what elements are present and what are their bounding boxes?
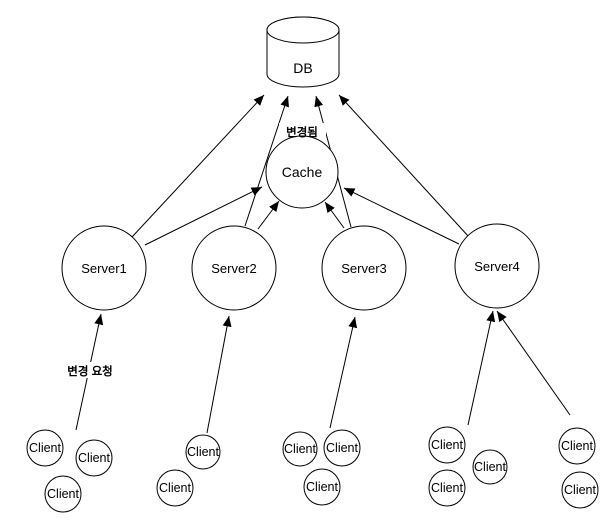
- client-node: Client: [44, 475, 82, 513]
- client-label: Client: [159, 481, 191, 495]
- client-label: Client: [326, 441, 358, 455]
- edge-server1-to-db: [131, 94, 265, 238]
- client-label: Client: [187, 445, 219, 459]
- client-node: Client: [185, 434, 221, 470]
- edge-clients-to-server2: [206, 315, 232, 434]
- edge-label-changed: 변경됨: [286, 125, 318, 139]
- client-node: Client: [303, 468, 341, 506]
- client-node: Client: [26, 429, 64, 467]
- client-label: Client: [431, 481, 463, 495]
- client-label: Client: [431, 438, 463, 452]
- client-node: Client: [282, 431, 318, 467]
- server2-label: Server2: [211, 261, 257, 276]
- server4-node: Server4: [454, 223, 540, 309]
- edge-server4-to-cache: [343, 187, 460, 245]
- edge-server2-to-cache: [257, 200, 280, 230]
- edge-server4-to-db: [338, 94, 470, 238]
- cache-node: Cache: [265, 135, 339, 209]
- client-node: Client: [428, 426, 466, 464]
- client-label: Client: [29, 441, 61, 455]
- edge-clients-left-to-server4: [467, 310, 496, 426]
- client-node: Client: [75, 439, 113, 477]
- cache-label: Cache: [282, 164, 323, 180]
- edge-server3-to-cache: [324, 201, 345, 229]
- server1-node: Server1: [61, 225, 147, 311]
- edge-server1-to-cache: [144, 186, 263, 246]
- edge-label-change-request-bg: [61, 362, 119, 378]
- client-label: Client: [561, 439, 593, 453]
- client-label: Client: [564, 483, 596, 497]
- client-node: Client: [558, 427, 596, 465]
- client-node: Client: [561, 471, 599, 509]
- client-label: Client: [474, 460, 506, 474]
- client-label: Client: [47, 487, 79, 501]
- server3-node: Server3: [321, 225, 407, 311]
- client-node: Client: [156, 469, 194, 507]
- client-label: Client: [78, 451, 110, 465]
- server4-label: Server4: [474, 259, 520, 274]
- client-label: Client: [284, 442, 316, 456]
- db-label: DB: [293, 60, 312, 76]
- client-label: Client: [306, 480, 338, 494]
- client-node: Client: [472, 449, 508, 485]
- server1-label: Server1: [81, 261, 127, 276]
- db-node: DB: [266, 16, 340, 88]
- edge-clients-to-server3: [329, 316, 358, 429]
- server2-node: Server2: [191, 225, 277, 311]
- edge-label-changed-bg: [279, 123, 326, 139]
- edge-label-change-request: 변경 요청: [67, 364, 113, 378]
- edge-clients-right-to-server4: [496, 310, 571, 416]
- edge-server2-to-db: [244, 95, 289, 227]
- client-node: Client: [323, 429, 361, 467]
- server3-label: Server3: [341, 261, 387, 276]
- client-node: Client: [428, 469, 466, 507]
